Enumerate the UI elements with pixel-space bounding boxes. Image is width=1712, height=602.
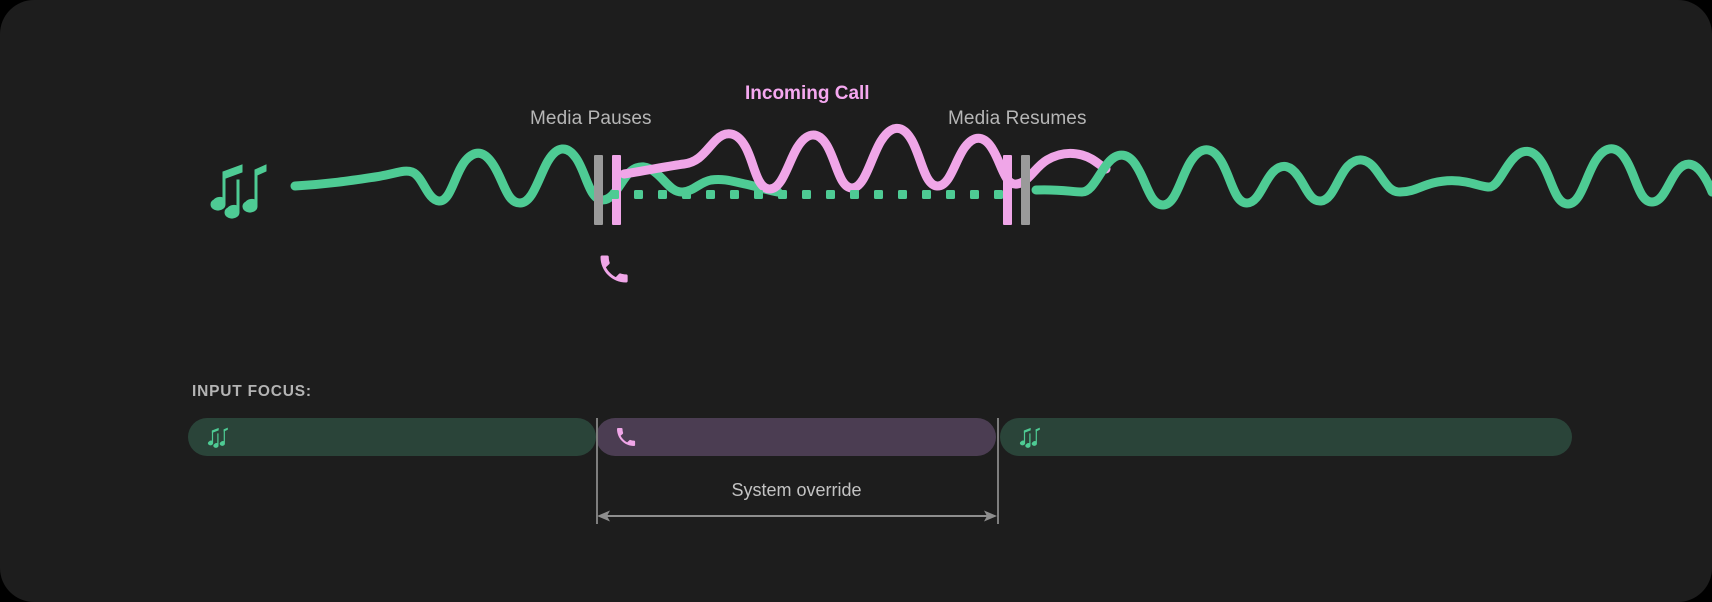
music-notes-icon [1019, 427, 1040, 448]
input-focus-title: INPUT FOCUS: [192, 383, 312, 400]
phone-icon [617, 428, 636, 446]
label-incoming-call: Incoming Call [745, 83, 870, 104]
phone-icon [600, 255, 628, 283]
focus-track-media-before[interactable] [188, 418, 596, 456]
audio-timeline: Media Pauses Incoming Call Media Resumes [210, 83, 1712, 283]
media-waveform-before [290, 144, 783, 208]
resume-marker-gray-bar [1021, 155, 1030, 225]
label-media-resumes: Media Resumes [948, 108, 1087, 129]
system-override-label: System override [731, 480, 862, 500]
focus-track-media-after[interactable] [1000, 418, 1572, 456]
resume-marker-pink-bar [1003, 155, 1012, 225]
double-headed-arrow-icon [597, 510, 997, 522]
music-notes-icon [207, 427, 228, 448]
media-ducked-dots [610, 190, 1003, 199]
focus-track-call[interactable] [596, 418, 996, 456]
media-waveform-after [1031, 144, 1712, 210]
pause-marker-gray-bar [594, 155, 603, 225]
override-guide-left [596, 418, 598, 524]
waveform-canvas [290, 123, 1712, 225]
music-notes-icon [210, 164, 267, 219]
call-waveform [619, 123, 1111, 194]
label-media-pauses: Media Pauses [530, 108, 652, 129]
override-guide-right [997, 418, 999, 524]
